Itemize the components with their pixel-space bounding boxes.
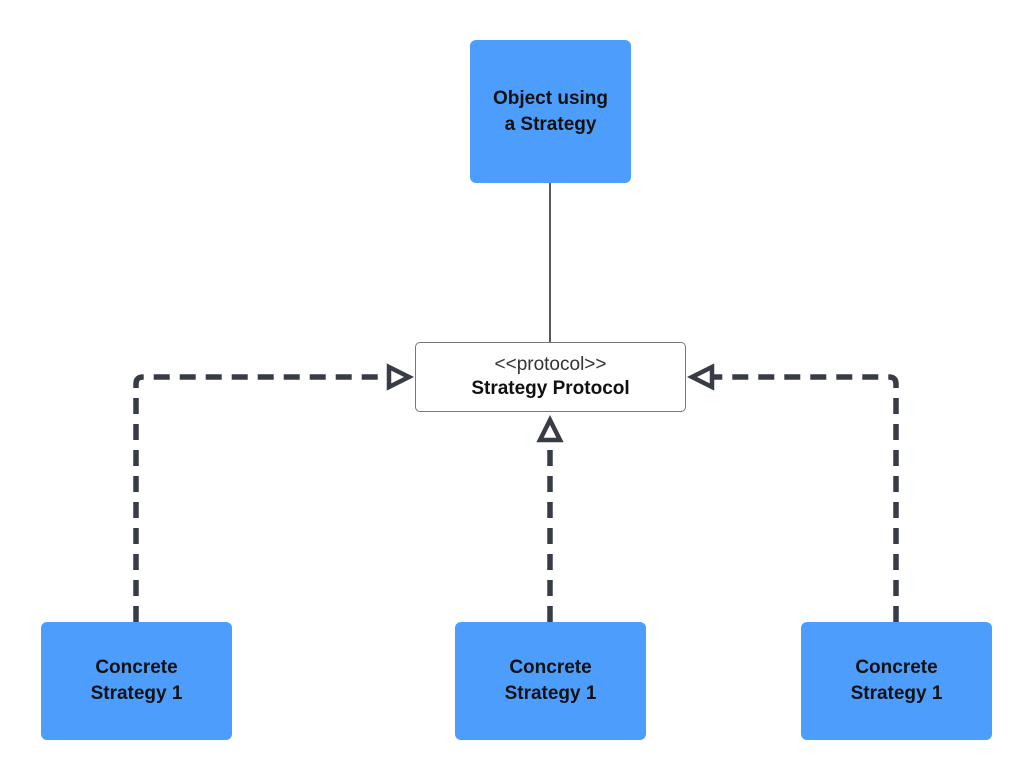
realization-arrowhead-left <box>386 363 415 391</box>
concrete-strategy-label-line-2: Strategy 1 <box>850 683 943 704</box>
context-object-label-line-1: Object using <box>492 87 609 109</box>
protocol-name: Strategy Protocol <box>471 378 630 399</box>
realization-connector-left <box>133 374 392 622</box>
concrete-strategy-box-left[interactable]: Concrete Strategy 1 <box>41 622 232 740</box>
realization-arrowhead-right <box>686 363 715 391</box>
concrete-strategy-label-line-1: Concrete <box>95 657 178 678</box>
context-object-box[interactable]: Object using a Strategy <box>470 40 631 183</box>
concrete-strategy-label-line-2: Strategy 1 <box>90 683 183 704</box>
concrete-strategy-box-right[interactable]: Concrete Strategy 1 <box>801 622 992 740</box>
context-object-label-line-2: a Strategy <box>504 113 597 135</box>
realization-connector-right <box>712 374 899 622</box>
concrete-strategy-label-line-1: Concrete <box>509 657 592 678</box>
strategy-protocol-box[interactable]: <<protocol>> Strategy Protocol <box>415 342 686 412</box>
concrete-strategy-label-line-1: Concrete <box>855 657 938 678</box>
protocol-stereotype: <<protocol>> <box>494 354 607 375</box>
realization-arrowhead-center <box>536 414 564 443</box>
concrete-strategy-label-line-2: Strategy 1 <box>504 683 597 704</box>
concrete-strategy-box-center[interactable]: Concrete Strategy 1 <box>455 622 646 740</box>
